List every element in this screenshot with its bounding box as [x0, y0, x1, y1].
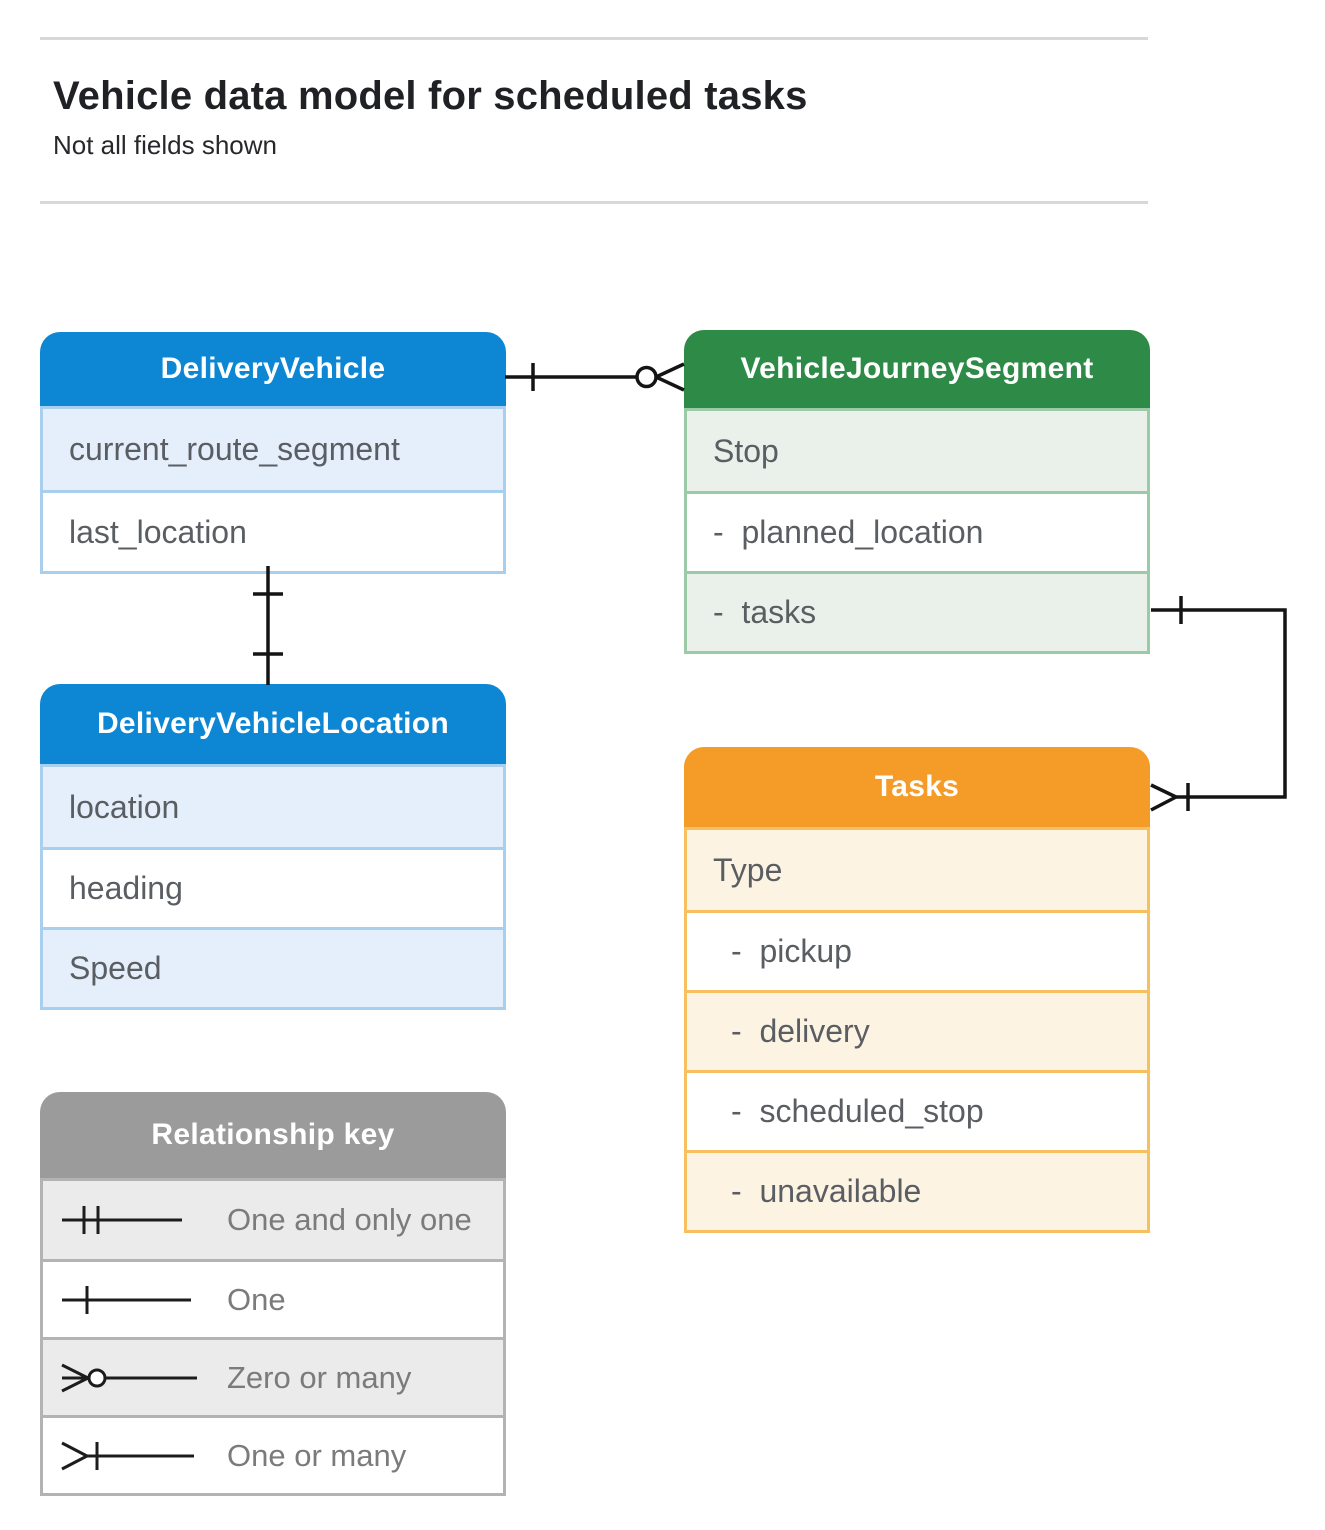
entity-tasks: Tasks Type - pickup - delivery - schedul… [684, 747, 1150, 1233]
entity-fields: location heading Speed [40, 764, 506, 1010]
connector-deliveryvehicle-vehiclejourneysegment [505, 362, 685, 392]
relationship-key-items: One and only one One Zero or many [40, 1178, 506, 1496]
field-label: - pickup [731, 933, 852, 969]
key-label: One and only one [227, 1202, 472, 1237]
field-row: Type [687, 830, 1147, 910]
entity-fields: Stop - planned_location - tasks [684, 408, 1150, 654]
entity-fields: Type - pickup - delivery - scheduled_sto… [684, 827, 1150, 1233]
field-label: - tasks [713, 594, 817, 630]
field-row: - pickup [687, 910, 1147, 990]
field-row: - tasks [687, 571, 1147, 651]
field-label: - unavailable [731, 1173, 922, 1209]
field-label: - scheduled_stop [731, 1093, 984, 1129]
top-divider [40, 37, 1148, 40]
field-label: Speed [69, 950, 162, 986]
field-label: Stop [713, 432, 779, 469]
field-label: heading [69, 870, 183, 906]
field-row: - delivery [687, 990, 1147, 1070]
relationship-key-title: Relationship key [151, 1118, 395, 1151]
field-row: heading [43, 847, 503, 927]
key-row: One and only one [43, 1181, 503, 1259]
key-row: Zero or many [43, 1337, 503, 1415]
entity-delivery-vehicle: DeliveryVehicle current_route_segment la… [40, 332, 506, 574]
entity-vehicle-journey-segment: VehicleJourneySegment Stop - planned_loc… [684, 330, 1150, 654]
field-label: location [69, 788, 180, 825]
field-row: Stop [687, 411, 1147, 491]
entity-title: DeliveryVehicle [160, 352, 386, 385]
field-label: - delivery [731, 1013, 870, 1049]
entity-header-tasks: Tasks [684, 747, 1150, 827]
entity-fields: current_route_segment last_location [40, 406, 506, 574]
page-title: Vehicle data model for scheduled tasks [53, 74, 808, 118]
entity-delivery-vehicle-location: DeliveryVehicleLocation location heading… [40, 684, 506, 1010]
one-and-only-one-icon [62, 1206, 182, 1234]
field-row: current_route_segment [43, 409, 503, 490]
one-or-many-icon [61, 1441, 194, 1470]
page-subtitle: Not all fields shown [53, 130, 277, 160]
field-label: - planned_location [713, 514, 984, 550]
field-row: Speed [43, 927, 503, 1007]
connector-vehiclejourneysegment-tasks [1150, 596, 1287, 812]
field-row: - scheduled_stop [687, 1070, 1147, 1150]
field-label: last_location [69, 513, 247, 550]
connector-deliveryvehicle-deliveryvehiclelocation [253, 566, 283, 685]
key-row: One [43, 1259, 503, 1337]
key-label: Zero or many [227, 1359, 412, 1395]
entity-title: Tasks [874, 770, 960, 803]
zero-or-many-icon [61, 1363, 197, 1392]
entity-title: VehicleJourneySegment [740, 352, 1094, 385]
field-row: location [43, 767, 503, 847]
key-label: One or many [227, 1437, 407, 1473]
relationship-key-header: Relationship key [40, 1092, 506, 1178]
entity-header-delivery-vehicle: DeliveryVehicle [40, 332, 506, 406]
relationship-key: Relationship key One and only one One [40, 1092, 506, 1496]
key-label: One [227, 1281, 286, 1317]
field-row: - planned_location [687, 491, 1147, 571]
field-label: Type [713, 851, 783, 888]
field-row: - unavailable [687, 1150, 1147, 1230]
entity-title: DeliveryVehicleLocation [96, 707, 450, 740]
entity-header-vehicle-journey-segment: VehicleJourneySegment [684, 330, 1150, 408]
entity-header-delivery-vehicle-location: DeliveryVehicleLocation [40, 684, 506, 764]
key-row: One or many [43, 1415, 503, 1493]
field-row: last_location [43, 490, 503, 571]
field-label: current_route_segment [69, 431, 400, 467]
one-icon [62, 1285, 191, 1314]
title-divider [40, 201, 1148, 204]
